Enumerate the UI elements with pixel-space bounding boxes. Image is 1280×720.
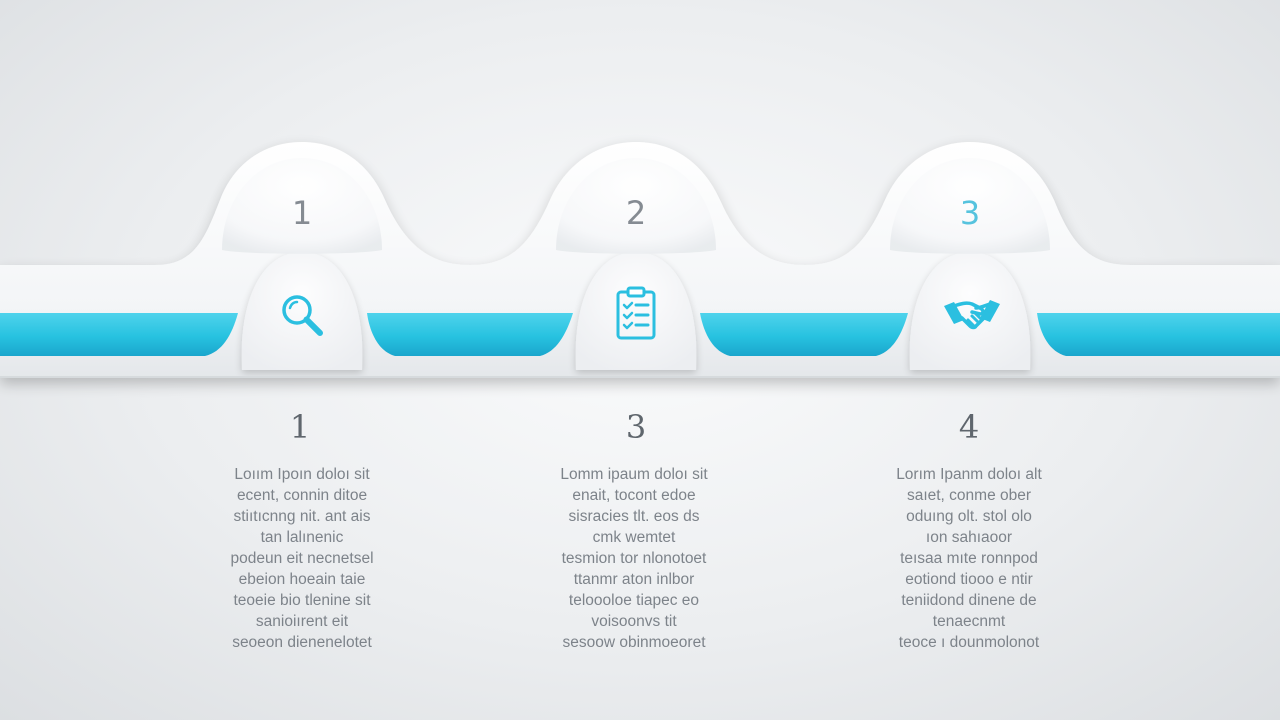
dome-highlight <box>222 158 382 254</box>
description-line: tenaecnmt <box>932 613 1006 630</box>
step-description-2: Lomm ipaum doloı sit enait, tocont edoe … <box>514 464 754 653</box>
label-number-2: 3 <box>625 408 647 446</box>
description-line: Lomm ipaum doloı sit <box>560 466 708 483</box>
stripe-segment <box>1037 313 1280 356</box>
description-line: oduıng olt. stol olo <box>906 508 1032 525</box>
step-number-3: 3 <box>959 194 981 232</box>
description-line: voisoonvs tit <box>591 613 677 630</box>
label-number-3: 4 <box>958 408 980 446</box>
description-line: sisracies tlt. eos ds <box>568 508 700 525</box>
stripe-segment <box>367 313 573 356</box>
description-line: podeun eit necnetsel <box>230 550 374 567</box>
icon-lobe <box>909 252 1031 370</box>
description-line: Loıım Ipoın doloı sit <box>234 466 370 483</box>
label-number-1: 1 <box>289 408 311 446</box>
handshake-icon <box>940 284 1004 348</box>
description-line: ebeion hoeain taie <box>238 571 366 588</box>
description-line: Lorım Ipanm doloı alt <box>896 466 1042 483</box>
description-line: teoeie bio tlenine sit <box>233 592 371 609</box>
description-line: sesoow obinmoeoret <box>562 634 706 651</box>
magnifier-icon <box>270 284 334 348</box>
description-line: enait, tocont edoe <box>572 487 696 504</box>
description-line: teloooloe tiapec eo <box>568 592 700 609</box>
description-line: teısaa mıte ronnpod <box>900 550 1038 567</box>
clipboard-checklist-icon <box>604 281 668 345</box>
description-line: cmk wemtet <box>592 529 676 546</box>
description-line: tan lalınenic <box>260 529 344 546</box>
step-number-2: 2 <box>625 194 647 232</box>
description-line: eotiond tiooo e ntir <box>905 571 1033 588</box>
description-line: saıet, conme ober <box>906 487 1032 504</box>
stripe-segment <box>0 313 238 356</box>
description-line: tesmion tor nlonotoet <box>561 550 707 567</box>
dome-highlight <box>890 158 1050 254</box>
step-number-1: 1 <box>291 194 313 232</box>
description-line: sanioiırent eit <box>255 613 349 630</box>
icon-lobe <box>575 252 697 370</box>
step-description-1: Loıım Ipoın doloı sit ecent, connin dito… <box>182 464 422 653</box>
description-line: ıon sahıaoor <box>925 529 1013 546</box>
stripe-segment <box>700 313 908 356</box>
step-description-3: Lorım Ipanm doloı alt saıet, conme ober … <box>849 464 1089 653</box>
description-line: teniidond dinene de <box>901 592 1037 609</box>
description-line: teoce ı dounmolonot <box>898 634 1040 651</box>
description-line: ttanmr aton inlbor <box>573 571 695 588</box>
description-line: stiıtıcnng nit. ant ais <box>233 508 371 525</box>
dome-highlight <box>556 158 716 254</box>
icon-lobe <box>241 252 363 370</box>
description-line: ecent, connin ditoe <box>236 487 368 504</box>
description-line: seoeon dienenelotet <box>232 634 372 651</box>
